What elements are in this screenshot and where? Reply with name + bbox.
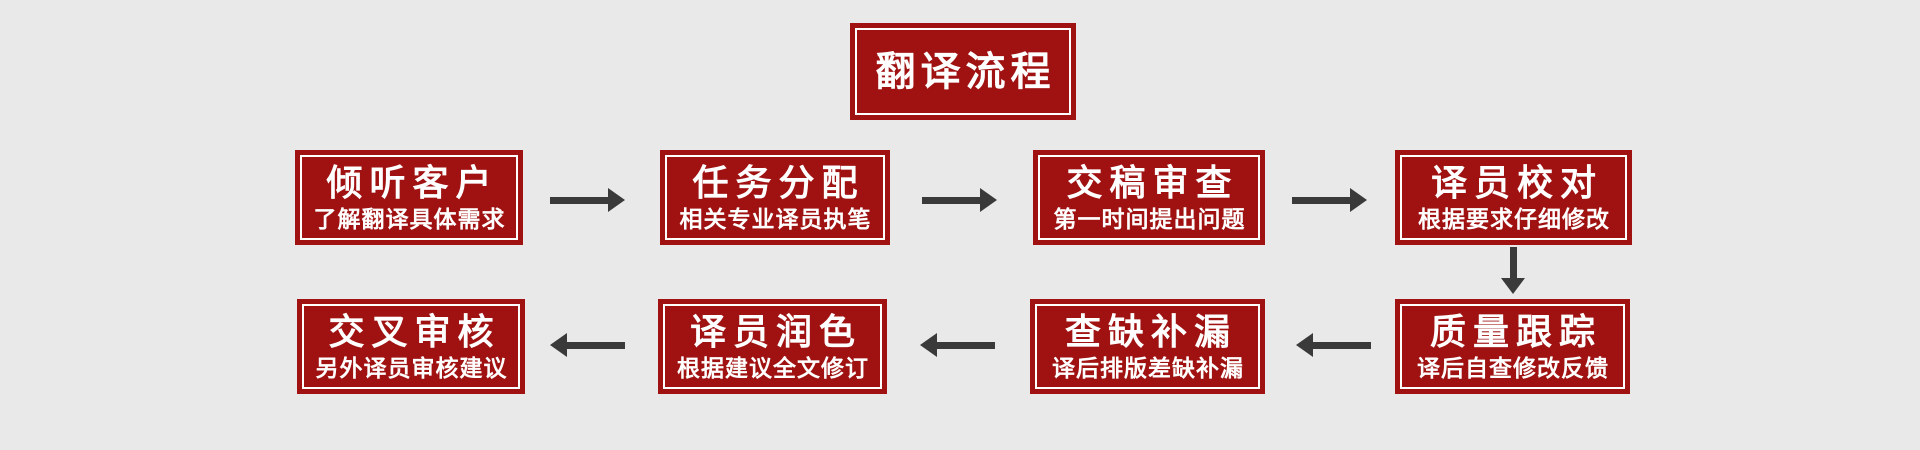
node-subtitle: 译后排版差缺补漏 bbox=[1052, 354, 1244, 381]
node-title: 交稿审查 bbox=[1066, 162, 1239, 204]
arrow-left-icon bbox=[550, 333, 625, 357]
arrow-left-icon bbox=[920, 333, 995, 357]
node-subtitle: 译后自查修改反馈 bbox=[1417, 354, 1609, 381]
arrow-shaft bbox=[922, 196, 980, 204]
arrow-head bbox=[608, 188, 625, 212]
flow-node-quality-tracking: 质量跟踪 译后自查修改反馈 bbox=[1395, 299, 1630, 394]
arrow-head bbox=[1350, 188, 1367, 212]
node-inner: 查缺补漏 译后排版差缺补漏 bbox=[1035, 304, 1260, 389]
node-title: 质量跟踪 bbox=[1429, 311, 1602, 353]
node-subtitle: 另外译员审核建议 bbox=[315, 354, 508, 381]
node-inner: 交稿审查 第一时间提出问题 bbox=[1038, 155, 1260, 240]
flow-node-draft-review: 交稿审查 第一时间提出问题 bbox=[1033, 150, 1265, 245]
node-inner: 质量跟踪 译后自查修改反馈 bbox=[1400, 304, 1625, 389]
arrow-left-icon bbox=[1296, 333, 1371, 357]
node-inner: 交叉审核 另外译员审核建议 bbox=[302, 304, 520, 389]
arrow-right-icon bbox=[550, 188, 625, 212]
arrow-head bbox=[980, 188, 997, 212]
flow-node-task-assignment: 任务分配 相关专业译员执笔 bbox=[660, 150, 890, 245]
node-inner: 任务分配 相关专业译员执笔 bbox=[665, 155, 885, 240]
node-title: 倾听客户 bbox=[326, 162, 499, 204]
arrow-head bbox=[1501, 278, 1525, 294]
node-inner: 倾听客户 了解翻译具体需求 bbox=[300, 155, 518, 240]
arrow-shaft bbox=[1313, 341, 1371, 349]
flow-node-translator-proofread: 译员校对 根据要求仔细修改 bbox=[1395, 150, 1632, 245]
node-subtitle: 根据要求仔细修改 bbox=[1418, 205, 1610, 232]
flow-node-cross-review: 交叉审核 另外译员审核建议 bbox=[297, 299, 525, 394]
flow-node-gap-filling: 查缺补漏 译后排版差缺补漏 bbox=[1030, 299, 1265, 394]
node-subtitle: 根据建议全文修订 bbox=[677, 354, 869, 381]
flowchart-title: 翻译流程 bbox=[875, 49, 1056, 94]
flow-node-translator-polish: 译员润色 根据建议全文修订 bbox=[658, 299, 887, 394]
node-inner: 译员校对 根据要求仔细修改 bbox=[1400, 155, 1627, 240]
node-subtitle: 相关专业译员执笔 bbox=[679, 205, 872, 232]
arrow-shaft bbox=[550, 196, 608, 204]
arrow-right-icon bbox=[922, 188, 997, 212]
node-title: 任务分配 bbox=[692, 162, 865, 204]
flowchart-title-inner: 翻译流程 bbox=[855, 28, 1071, 115]
node-title: 交叉审核 bbox=[328, 311, 501, 353]
arrow-head bbox=[1296, 333, 1313, 357]
arrow-down-icon bbox=[1501, 247, 1525, 294]
flowchart-title-box: 翻译流程 bbox=[850, 23, 1076, 120]
arrow-head bbox=[550, 333, 567, 357]
arrow-shaft bbox=[1509, 247, 1517, 278]
arrow-shaft bbox=[567, 341, 625, 349]
node-title: 译员润色 bbox=[689, 311, 862, 353]
node-title: 查缺补漏 bbox=[1064, 311, 1237, 353]
arrow-head bbox=[920, 333, 937, 357]
arrow-shaft bbox=[937, 341, 995, 349]
arrow-shaft bbox=[1292, 196, 1350, 204]
flow-node-listen-client: 倾听客户 了解翻译具体需求 bbox=[295, 150, 523, 245]
node-subtitle: 了解翻译具体需求 bbox=[313, 205, 506, 232]
node-inner: 译员润色 根据建议全文修订 bbox=[663, 304, 882, 389]
arrow-right-icon bbox=[1292, 188, 1367, 212]
node-subtitle: 第一时间提出问题 bbox=[1053, 205, 1246, 232]
node-title: 译员校对 bbox=[1430, 162, 1603, 204]
